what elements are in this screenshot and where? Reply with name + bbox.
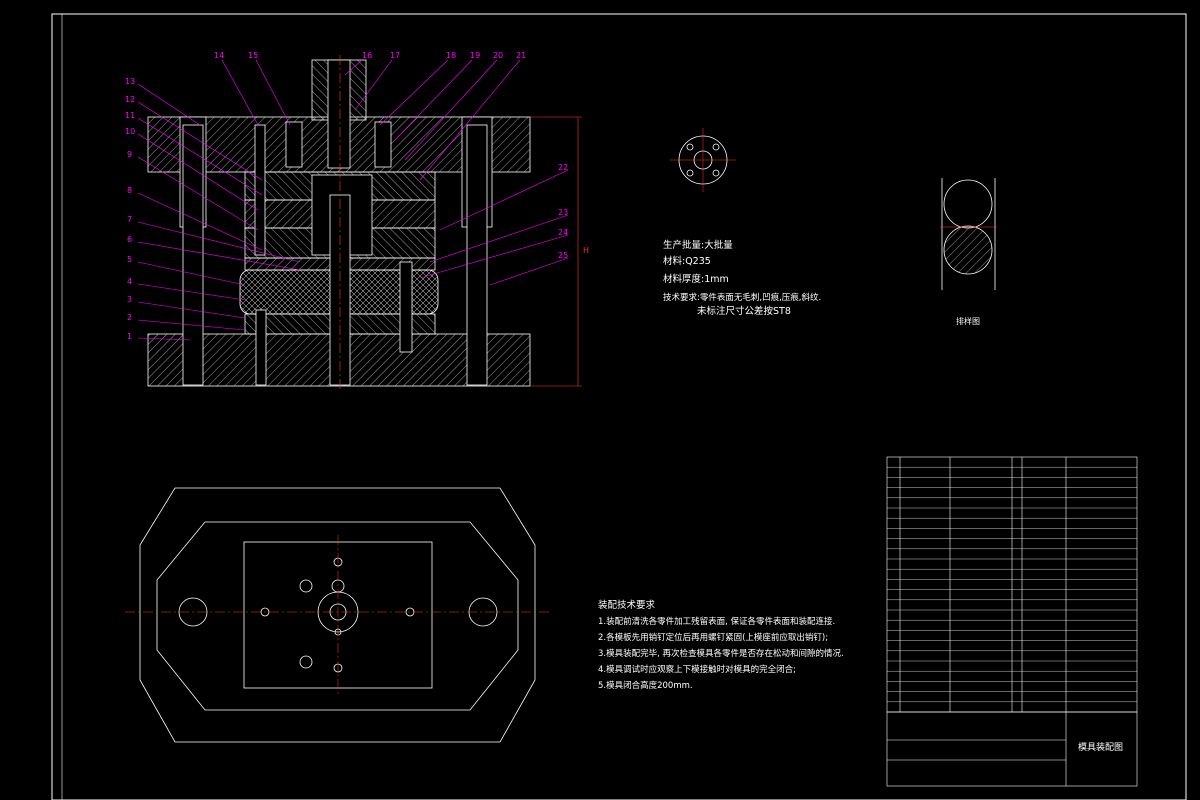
assembly-item-5: 5.模具闭合高度200mm. [598,681,693,691]
callout-9: 9 [127,150,133,159]
part-diagram [670,128,736,192]
callout-21: 21 [516,51,527,60]
callout-6: 6 [127,235,133,244]
callout-15: 15 [248,51,259,60]
strip-layout [940,178,997,290]
callout-1: 1 [127,332,133,341]
height-dimension-label: H [583,246,590,255]
callout-16: 16 [362,51,373,60]
callout-25: 25 [558,251,569,260]
callout-11: 11 [125,111,136,120]
tolerance-note: 未标注尺寸公差按ST8 [697,306,791,317]
material-label: 材料:Q235 [663,256,711,267]
callout-19: 19 [470,51,481,60]
callout-24: 24 [558,228,569,237]
callout-4: 4 [127,277,133,286]
shank-bore [327,59,351,169]
screw-2 [374,121,392,168]
production-batch: 生产批量:大批量 [663,240,733,251]
pin-2 [255,309,267,386]
tech-requirement: 技术要求:零件表面无毛刺,凹痕,压痕,斜纹. [663,293,822,303]
screw-1 [285,121,303,168]
inner-frame [61,13,1187,800]
section-view [147,55,582,392]
screw-3 [399,261,413,353]
callout-7: 7 [127,215,133,224]
callout-13: 13 [125,77,136,86]
title-block [886,456,1138,787]
callout-5: 5 [127,255,133,264]
callout-20: 20 [493,51,504,60]
parts-list-rows [887,467,1137,702]
callout-22: 22 [558,163,569,172]
callout-3: 3 [127,295,133,304]
callout-14: 14 [214,51,225,60]
plan-view [125,487,550,743]
pin-1 [254,124,266,256]
callout-8: 8 [127,186,133,195]
assembly-item-1: 1.装配前清洗各零件加工残留表面, 保证各零件表面和装配连接. [598,617,836,627]
assembly-item-4: 4.模具调试时应观察上下模接触时对模具的完全闭合; [598,665,796,675]
drawing-name: 模具装配图 [1078,743,1124,753]
guide-pillar-left [182,124,204,386]
thickness-label: 材料厚度:1mm [663,274,729,285]
callout-leaders [137,59,569,341]
assembly-item-2: 2.各模板先用销钉定位后再用螺钉紧固(上模座前应取出销钉); [598,633,829,643]
callout-12: 12 [125,95,136,104]
assembly-title: 装配技术要求 [598,600,656,611]
callout-2: 2 [127,313,133,322]
callout-18: 18 [446,51,457,60]
callout-10: 10 [125,127,136,136]
guide-pillar-right [466,124,488,386]
callout-23: 23 [558,208,569,217]
assembly-item-3: 3.模具装配完毕, 再次检查模具各零件是否存在松动和间隙的情况. [598,649,844,659]
callout-17: 17 [390,51,401,60]
layout-label: 排样图 [956,317,980,326]
